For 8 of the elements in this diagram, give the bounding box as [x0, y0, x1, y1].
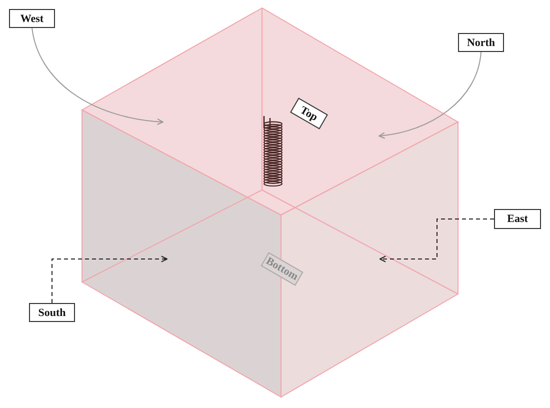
label-box: East	[494, 209, 541, 229]
arrow	[379, 218, 494, 262]
label-box: South	[29, 303, 75, 322]
label-box: North	[458, 33, 504, 52]
arrow	[378, 52, 482, 139]
arrow	[32, 28, 164, 125]
label-box: West	[9, 9, 55, 28]
arrow	[52, 256, 168, 304]
